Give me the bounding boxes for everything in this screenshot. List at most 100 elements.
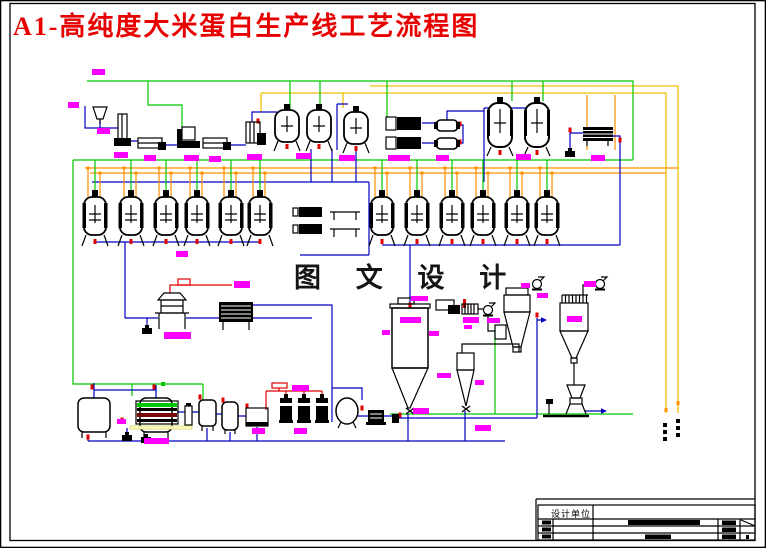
stirred-tank <box>342 105 370 154</box>
redacted-field <box>722 534 736 539</box>
continuation-dots <box>663 419 680 441</box>
water-bus-top <box>87 80 634 160</box>
equipment-label <box>537 293 548 298</box>
exhaust-fan <box>531 276 545 292</box>
equipment-label <box>436 155 449 161</box>
belt-washer <box>129 400 193 430</box>
plate-heat-exchanger <box>565 127 613 157</box>
equipment-label <box>487 318 500 323</box>
row1-drops <box>289 81 544 117</box>
redacted-field <box>542 527 551 532</box>
redacted-field <box>645 534 671 539</box>
buffer-tank-d <box>221 401 239 434</box>
equipment-label <box>184 155 199 161</box>
redacted-field <box>722 527 736 532</box>
title-block <box>535 498 756 541</box>
pipes-yellow <box>260 85 680 413</box>
equipment-label <box>464 325 472 329</box>
equipment-label <box>247 154 262 160</box>
equipment-label <box>292 385 309 391</box>
equipment-label <box>400 317 421 323</box>
equipment-label <box>475 425 491 431</box>
flow-arrow <box>601 408 607 414</box>
column-steam-manifold <box>265 388 323 410</box>
redacted-field <box>542 520 551 525</box>
equipment-label <box>97 128 110 134</box>
separation-section <box>142 292 253 334</box>
small-device <box>392 414 399 423</box>
stirred-tank <box>273 103 301 152</box>
small-column <box>184 403 193 426</box>
pump <box>142 325 152 334</box>
air-heater-unit <box>435 299 483 315</box>
equipment-label <box>144 155 156 161</box>
page-mark <box>746 535 749 539</box>
bag-filter <box>559 284 595 385</box>
heat-exchanger-pair <box>292 207 360 237</box>
raw-material-section <box>92 106 266 150</box>
equipment-label <box>567 316 582 322</box>
feed-hopper <box>92 106 108 124</box>
feed-tank <box>389 297 431 409</box>
destoner <box>245 121 266 145</box>
equipment-label <box>252 428 265 434</box>
equipment-label <box>92 69 105 75</box>
washing-section <box>77 394 399 443</box>
equipment-label <box>413 408 429 414</box>
design-unit-label: 设计单位 <box>551 509 592 519</box>
horizontal-vessels <box>434 119 460 150</box>
equipment-labels <box>68 69 605 444</box>
bucket-elevator <box>114 113 131 146</box>
equipment-label <box>209 156 221 162</box>
separator-box <box>245 407 269 427</box>
rotary-valve <box>405 407 415 415</box>
redacted-field <box>628 520 700 525</box>
steam-inlet <box>271 382 288 389</box>
spray-dryer <box>461 287 531 353</box>
equipment-label <box>584 281 596 287</box>
equipment-label <box>164 332 191 339</box>
exhaust-fan <box>594 276 608 292</box>
equipment-label <box>114 152 128 158</box>
drawing-title: A1-高纯度大米蛋白生产线工艺流程图 <box>13 12 480 41</box>
equipment-label <box>429 331 439 336</box>
steam-drops <box>260 93 344 112</box>
equipment-label <box>463 317 479 323</box>
screw-conveyor-2 <box>202 137 231 150</box>
air-fan <box>482 302 496 318</box>
equipment-label <box>339 155 355 161</box>
sheet-frame <box>9 2 756 542</box>
disc-centrifuge <box>155 292 189 329</box>
equipment-label <box>234 281 250 288</box>
cyclone <box>456 352 475 407</box>
cleaning-machine <box>177 126 200 148</box>
rotary-valve <box>461 405 471 413</box>
jacketed-tank <box>523 96 551 157</box>
equipment-label <box>516 154 531 160</box>
equipment-label <box>144 438 169 444</box>
centrifuge-steam-line <box>169 284 232 293</box>
buffer-tank-c <box>198 399 217 431</box>
equipment-label <box>68 102 79 108</box>
equipment-label <box>437 373 451 378</box>
redacted-field <box>542 534 551 539</box>
flow-arrow <box>541 317 547 323</box>
hx-drops <box>586 95 616 150</box>
drop-cleaner <box>147 81 183 127</box>
pipe-junction <box>676 401 680 405</box>
equipment-label <box>117 419 126 424</box>
reaction-tank-row <box>81 159 608 292</box>
steam-header-2 <box>261 92 667 413</box>
packing-station <box>543 384 589 418</box>
watermark: 图 文 设 计 <box>294 263 521 293</box>
filter-column <box>315 394 329 423</box>
diagonal-mark <box>740 519 755 527</box>
equipment-label <box>294 428 307 434</box>
equipment-label <box>411 296 428 301</box>
storage-tank-a <box>77 397 111 438</box>
roller-mills <box>385 116 421 150</box>
equipment-label <box>591 155 605 161</box>
pipe-junction <box>664 408 668 412</box>
steam-trap <box>177 278 191 286</box>
